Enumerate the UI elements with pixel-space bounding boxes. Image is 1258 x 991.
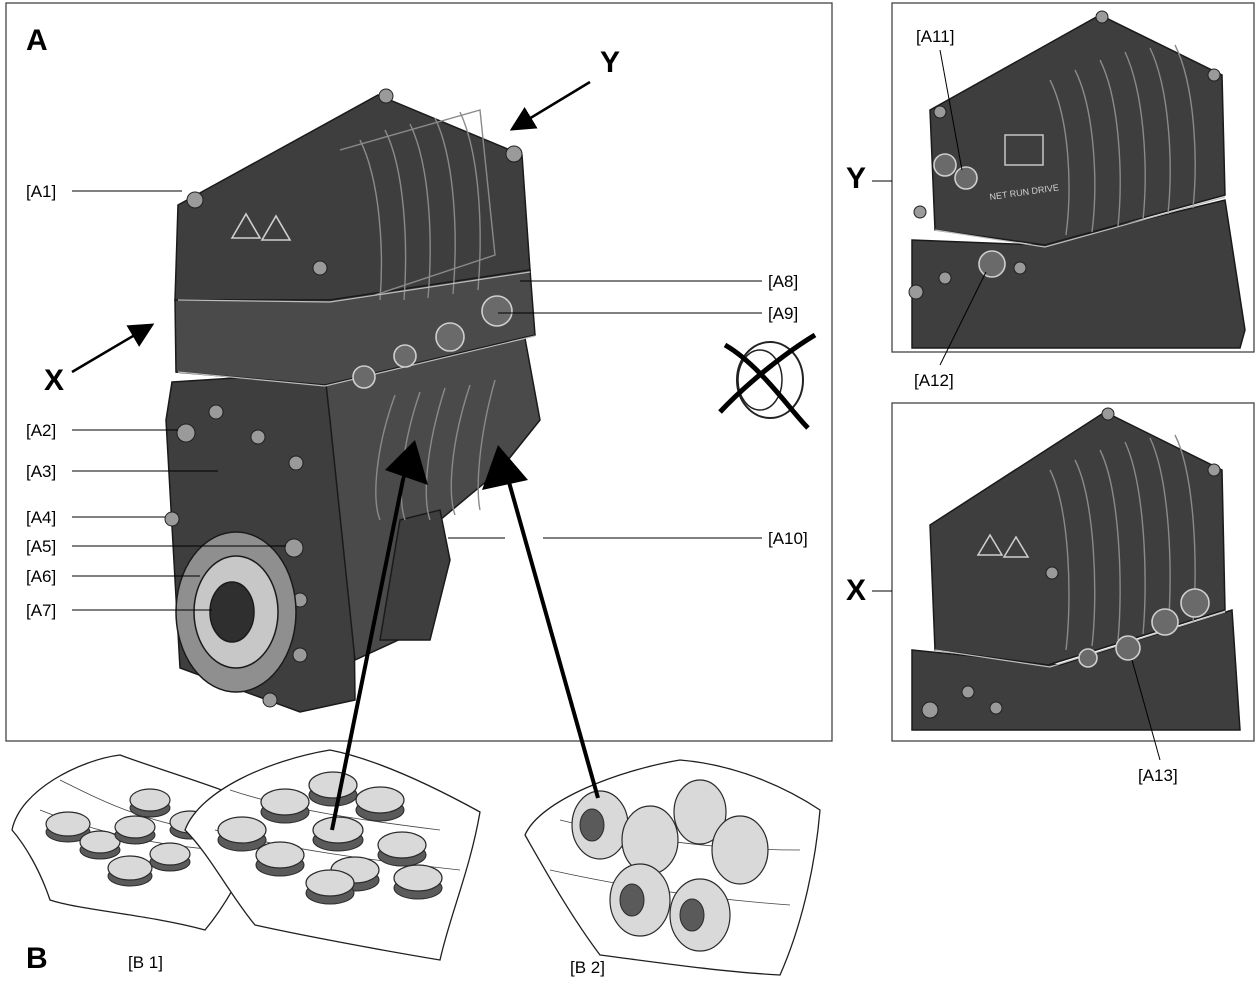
vent-plug xyxy=(176,423,196,443)
view-y-side-letter: Y xyxy=(846,162,866,195)
callout-b2: [B 2] xyxy=(570,958,605,977)
callout-a1: [A1] xyxy=(26,182,56,201)
accessory-bag-glands xyxy=(524,759,821,976)
callout-a6: [A6] xyxy=(26,567,56,586)
callout-a13: [A13] xyxy=(1138,766,1178,785)
panel-b-letter: B xyxy=(26,942,48,975)
callout-a10: [A10] xyxy=(768,529,808,548)
view-y-frame xyxy=(891,2,1255,353)
view-x-letter: X xyxy=(44,364,64,397)
callout-a11: [A11] xyxy=(916,27,954,46)
callout-b1: [B 1] xyxy=(128,953,163,972)
device-main-view xyxy=(164,88,541,713)
view-y-letter: Y xyxy=(600,46,620,79)
cover-lower-band xyxy=(174,269,536,386)
callout-a8: [A8] xyxy=(768,272,798,291)
connector-a13 xyxy=(1115,635,1141,661)
callout-a2: [A2] xyxy=(26,421,56,440)
panel-a-frame xyxy=(5,2,833,742)
view-arrow-x xyxy=(71,323,155,374)
arrow-b2-to-device xyxy=(503,467,600,799)
view-arrow-y xyxy=(509,80,591,131)
callout-a9: [A9] xyxy=(768,304,798,323)
callout-a4: [A4] xyxy=(26,508,56,527)
callout-a12: [A12] xyxy=(914,371,954,390)
electronics-cover xyxy=(174,94,531,301)
cover-screw xyxy=(186,191,204,209)
accessory-bag-plugs-front xyxy=(184,749,481,961)
callout-a7: [A7] xyxy=(26,601,56,620)
cable-gland xyxy=(352,365,376,389)
hollow-shaft xyxy=(209,581,255,643)
connector-a12 xyxy=(978,250,1006,278)
device-view-x xyxy=(911,407,1241,731)
view-x-frame xyxy=(891,402,1255,742)
callout-a3: [A3] xyxy=(26,462,56,481)
accessory-bag-plugs-back xyxy=(11,754,271,931)
arrow-b1-to-device xyxy=(330,454,410,831)
device-view-y: NET RUN DRIVE xyxy=(908,10,1246,349)
prohibited-gland-symbol xyxy=(718,332,817,430)
callout-a5: [A5] xyxy=(26,537,56,556)
panel-a-letter: A xyxy=(26,24,48,57)
motor-stub xyxy=(379,509,451,641)
view-x-side-letter: X xyxy=(846,574,866,607)
